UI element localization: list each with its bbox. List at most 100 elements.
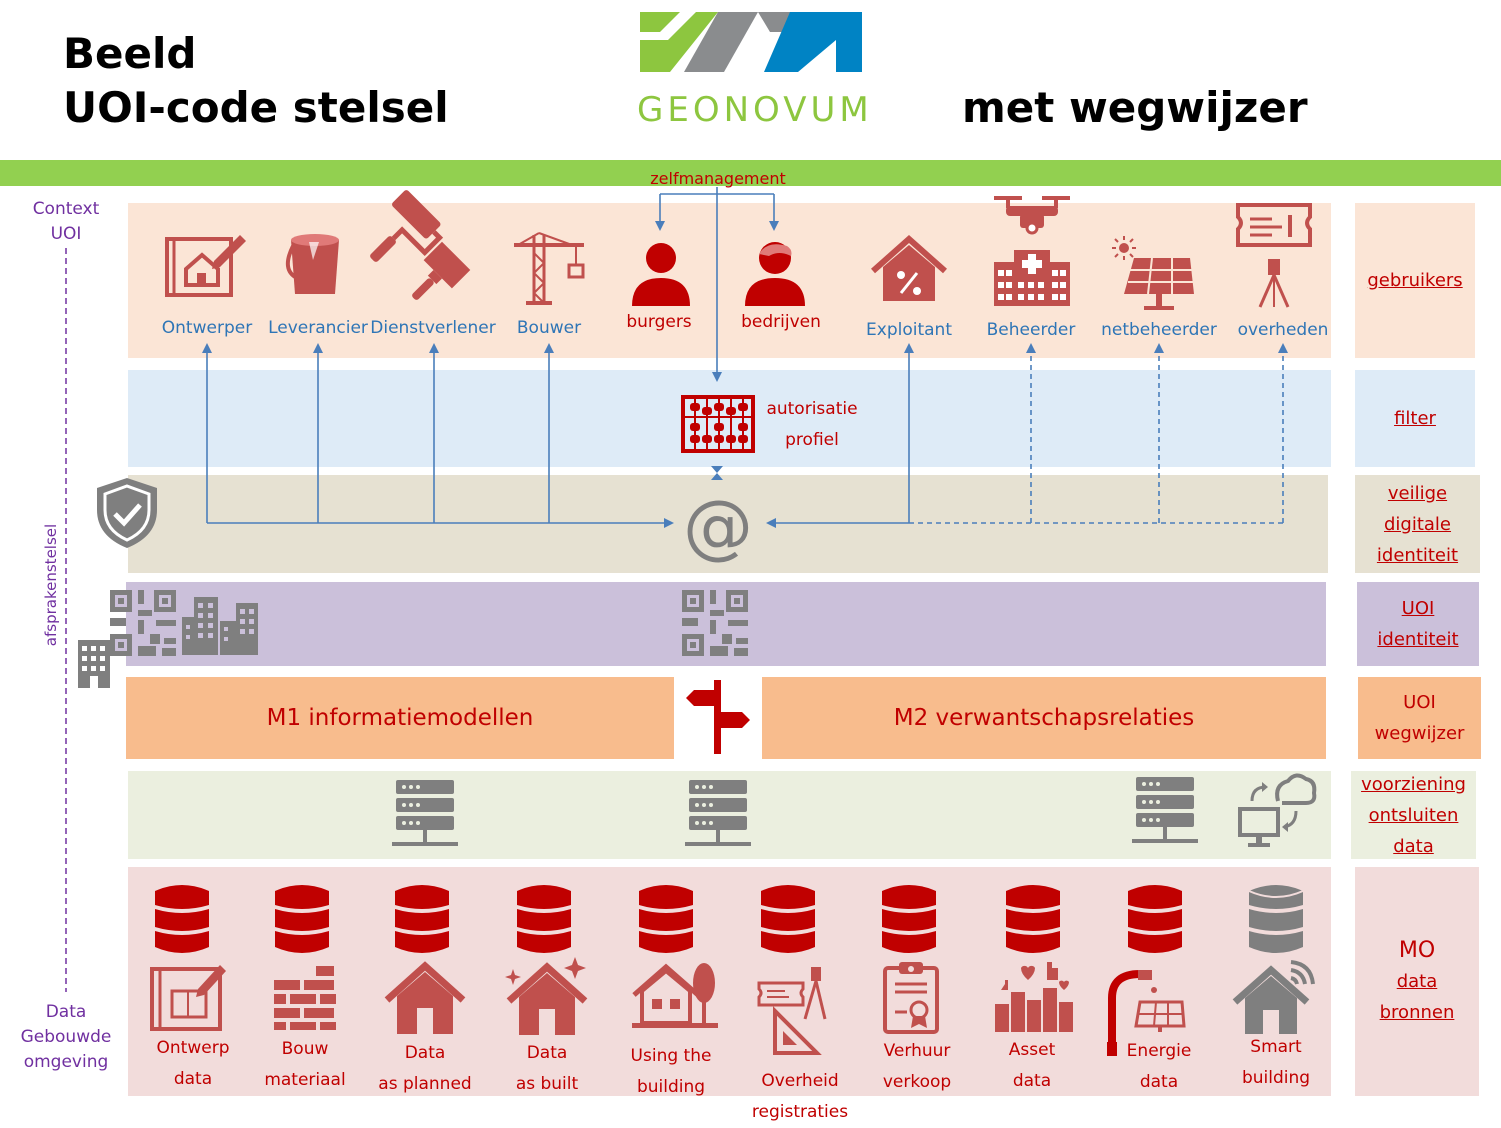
source-line-2: building xyxy=(636,1077,706,1097)
user-label-bedrijven: bedrijven xyxy=(741,312,821,332)
side-mo-2: data xyxy=(1396,971,1438,992)
source-line-1: Data xyxy=(526,1043,568,1063)
side-wegwijzer: UOI wegwijzer xyxy=(1358,677,1481,759)
source-label-1: Bouw materiaal xyxy=(245,1034,365,1096)
user-label-exploitant: Exploitant xyxy=(866,320,952,340)
side-wegwijzer-2: wegwijzer xyxy=(1374,723,1465,744)
side-voorziening: voorziening ontsluiten data xyxy=(1351,771,1476,859)
m1-box: M1 informatiemodellen xyxy=(126,677,674,759)
identity-band xyxy=(128,475,1328,573)
server-icon xyxy=(1132,777,1198,843)
blueprint-pencil-icon xyxy=(150,965,226,1031)
cloud-sync-icon xyxy=(1238,773,1317,847)
ticket-survey-icon xyxy=(1236,203,1312,308)
user-label-netbeheerder: netbeheerder xyxy=(1101,320,1217,340)
data-gebouwde-label: Data Gebouwde omgeving xyxy=(14,1000,118,1075)
paint-bucket-icon xyxy=(285,234,339,294)
filter-line-1: autorisatie xyxy=(766,399,858,419)
user-label-overheden: overheden xyxy=(1237,320,1329,340)
source-line-1: Verhuur xyxy=(883,1041,951,1061)
side-mo-1: MO xyxy=(1398,938,1436,963)
source-label-7: Asset data xyxy=(972,1035,1092,1097)
source-line-2: verkoop xyxy=(882,1072,952,1092)
side-uoi-1: UOI xyxy=(1401,598,1435,619)
side-voorziening-1: voorziening xyxy=(1361,773,1466,795)
context-line-2: UOI xyxy=(50,224,82,244)
signpost-icon xyxy=(686,680,750,754)
database-icon xyxy=(395,885,449,953)
user-label-leverancier: Leverancier xyxy=(268,318,368,338)
user-label-ontwerper: Ontwerper xyxy=(161,318,253,338)
source-line-1: Bouw xyxy=(281,1039,329,1059)
side-veilige-2: digitale xyxy=(1383,513,1452,535)
title-line-1: Beeld xyxy=(63,29,197,78)
source-label-0: Ontwerp data xyxy=(133,1033,253,1095)
house-percent-icon xyxy=(871,234,947,301)
database-icon xyxy=(1128,885,1182,953)
city-buildings-icon xyxy=(182,597,258,655)
source-line-1: Using the xyxy=(630,1046,712,1066)
building-icon xyxy=(78,640,110,688)
brick-wall-icon xyxy=(274,966,336,1030)
side-filter-label: filter xyxy=(1394,408,1436,429)
source-line-2: as built xyxy=(515,1074,579,1094)
context-uoi-label: Context UOI xyxy=(20,197,112,247)
streetlight-solar-icon xyxy=(1107,970,1186,1056)
database-icon xyxy=(155,885,209,953)
side-veilige: veilige digitale identiteit xyxy=(1355,475,1480,573)
source-label-2: Data as planned xyxy=(365,1038,485,1100)
database-icon xyxy=(761,885,815,953)
source-line-1: Energie xyxy=(1126,1041,1192,1061)
side-gebruikers-label: gebruikers xyxy=(1367,270,1463,291)
source-line-1: Ontwerp xyxy=(156,1038,230,1058)
database-icon xyxy=(639,885,693,953)
source-line-1: Overheid xyxy=(761,1071,839,1091)
source-line-2: building xyxy=(1241,1068,1311,1088)
user-label-dienstverlener: Dienstverlener xyxy=(370,318,496,338)
side-filter: filter xyxy=(1355,370,1475,467)
source-label-6: Verhuur verkoop xyxy=(857,1036,977,1098)
title-right: met wegwijzer xyxy=(962,83,1308,132)
at-sign-icon: @ xyxy=(683,485,753,567)
source-line-1: Smart xyxy=(1250,1037,1302,1057)
side-mo: MO data bronnen xyxy=(1355,867,1479,1096)
filter-line-2: profiel xyxy=(785,430,839,450)
house-tree-icon xyxy=(632,963,718,1028)
user-label-bouwer: Bouwer xyxy=(516,318,582,338)
source-label-5: Overheid registraties xyxy=(732,1066,868,1128)
side-voorziening-3: data xyxy=(1393,835,1434,857)
title-line-2: UOI-code stelsel xyxy=(63,83,449,132)
side-voorziening-2: ontsluiten xyxy=(1368,804,1459,826)
source-line-2: registraties xyxy=(751,1102,849,1122)
data-line-2: Gebouwde xyxy=(20,1027,112,1047)
source-line-2: data xyxy=(1139,1072,1179,1092)
context-line-1: Context xyxy=(32,199,100,219)
shield-check-icon xyxy=(97,478,157,548)
blueprint-pencil-icon xyxy=(165,235,246,297)
logo-wordmark: GEONOVUM xyxy=(637,90,873,130)
person-icon xyxy=(745,242,805,306)
source-label-3: Data as built xyxy=(487,1038,607,1100)
user-label-burgers: burgers xyxy=(626,312,692,332)
source-label-9: Smart building xyxy=(1216,1032,1336,1094)
server-icon xyxy=(685,780,751,846)
side-uoi-2: identiteit xyxy=(1377,629,1459,650)
source-line-2: data xyxy=(1012,1071,1052,1091)
side-gebruikers: gebruikers xyxy=(1355,203,1475,358)
house-icon xyxy=(384,961,466,1034)
database-icon xyxy=(882,885,936,953)
drone-hospital-icon xyxy=(994,196,1070,306)
m2-box: M2 verwantschapsrelaties xyxy=(762,677,1326,759)
city-likes-icon xyxy=(995,962,1073,1032)
source-label-8: Energie data xyxy=(1099,1036,1219,1098)
source-line-2: materiaal xyxy=(264,1070,346,1090)
server-icon xyxy=(392,780,458,846)
green-bar xyxy=(0,160,1501,186)
smart-home-icon xyxy=(1232,960,1315,1034)
source-line-1: Data xyxy=(404,1043,446,1063)
side-veilige-1: veilige xyxy=(1387,482,1448,504)
source-label-4: Using the building xyxy=(611,1041,731,1103)
solar-panel-icon xyxy=(1112,236,1194,310)
database-icon xyxy=(1248,885,1304,953)
